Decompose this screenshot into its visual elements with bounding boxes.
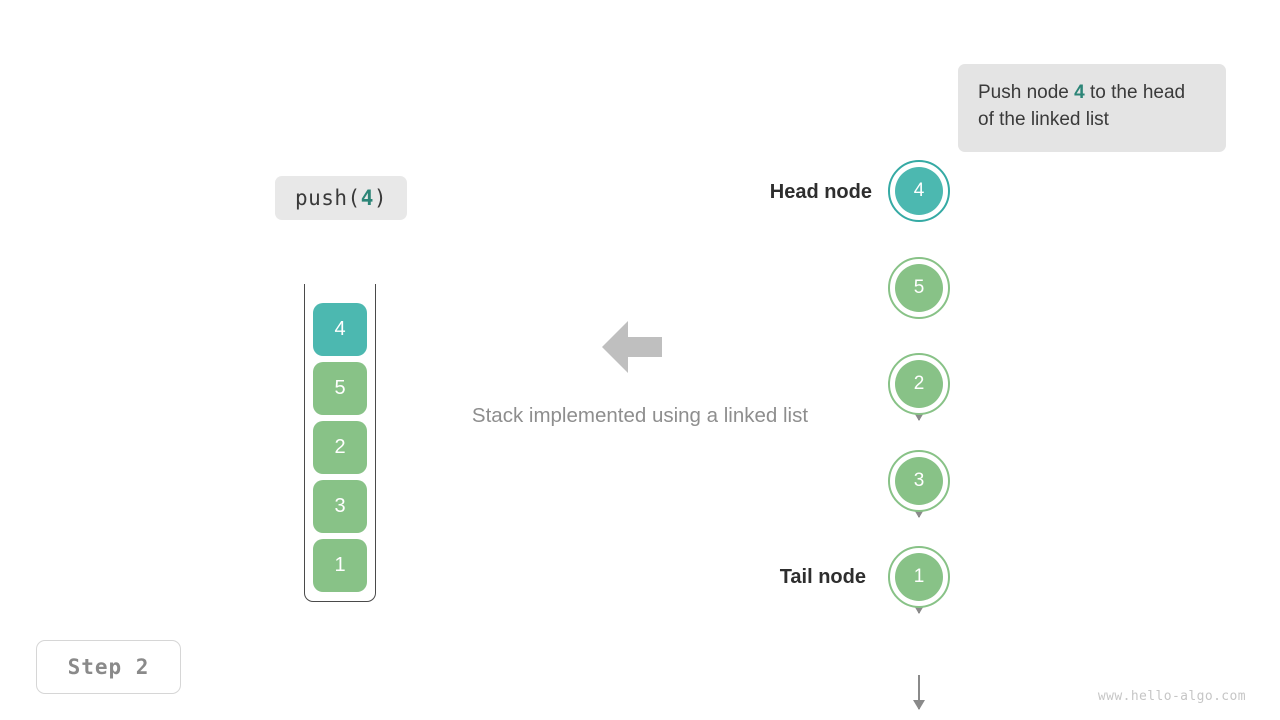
- head-node-label: Head node: [769, 181, 872, 203]
- arrowhead-icon: [913, 604, 925, 614]
- stack-cell: 5: [313, 362, 367, 415]
- list-node: 5: [888, 257, 950, 319]
- stack-cell-value: 2: [334, 436, 346, 458]
- equivalence-arrow-icon: [602, 318, 662, 376]
- stack-cell-value: 3: [334, 495, 346, 517]
- step-badge: Step 2: [36, 640, 181, 694]
- list-node-value: 3: [895, 457, 943, 505]
- stack-cell: 1: [313, 539, 367, 592]
- operation-suffix: ): [373, 186, 388, 210]
- list-node: 1: [888, 546, 950, 608]
- list-node: 3: [888, 450, 950, 512]
- operation-label: push(4): [275, 176, 407, 220]
- linked-list-container: 4 5 2 3 1: [888, 160, 952, 710]
- callout-text-after: to the head of the linked list: [978, 82, 1186, 130]
- watermark: www.hello-algo.com: [1097, 689, 1246, 704]
- stack-cell-list: 4 5 2 3 1: [313, 303, 367, 592]
- stack-frame: [304, 284, 376, 602]
- callout-box: Push node 4 to the head of the linked li…: [958, 64, 1226, 152]
- stack-cell-value: 5: [334, 377, 346, 399]
- stack-cell: 4: [313, 303, 367, 356]
- stack-cell-value: 1: [334, 554, 346, 576]
- stack-cell-value: 4: [334, 318, 346, 340]
- callout-accent-value: 4: [1074, 82, 1085, 103]
- link-arrow-icon: [913, 675, 925, 710]
- arrowhead-icon: [913, 700, 925, 710]
- stack-cell: 2: [313, 421, 367, 474]
- stack-container: 4 5 2 3 1: [304, 284, 376, 602]
- diagram-caption-text: Stack implemented using a linked list: [471, 404, 809, 427]
- list-node: 4: [888, 160, 950, 222]
- list-node-value: 2: [895, 360, 943, 408]
- stack-cell: 3: [313, 480, 367, 533]
- list-node-value: 1: [895, 553, 943, 601]
- list-node: 2: [888, 353, 950, 415]
- list-node-value: 4: [895, 167, 943, 215]
- arrowhead-icon: [913, 411, 925, 421]
- list-node-value: 5: [895, 264, 943, 312]
- operation-argument: 4: [360, 186, 374, 210]
- arrowhead-icon: [913, 508, 925, 518]
- tail-node-label: Tail node: [779, 566, 866, 588]
- operation-prefix: push(: [294, 186, 361, 210]
- callout-text-before: Push node: [978, 82, 1075, 103]
- diagram-caption: Stack implemented using a linked list: [0, 404, 1280, 428]
